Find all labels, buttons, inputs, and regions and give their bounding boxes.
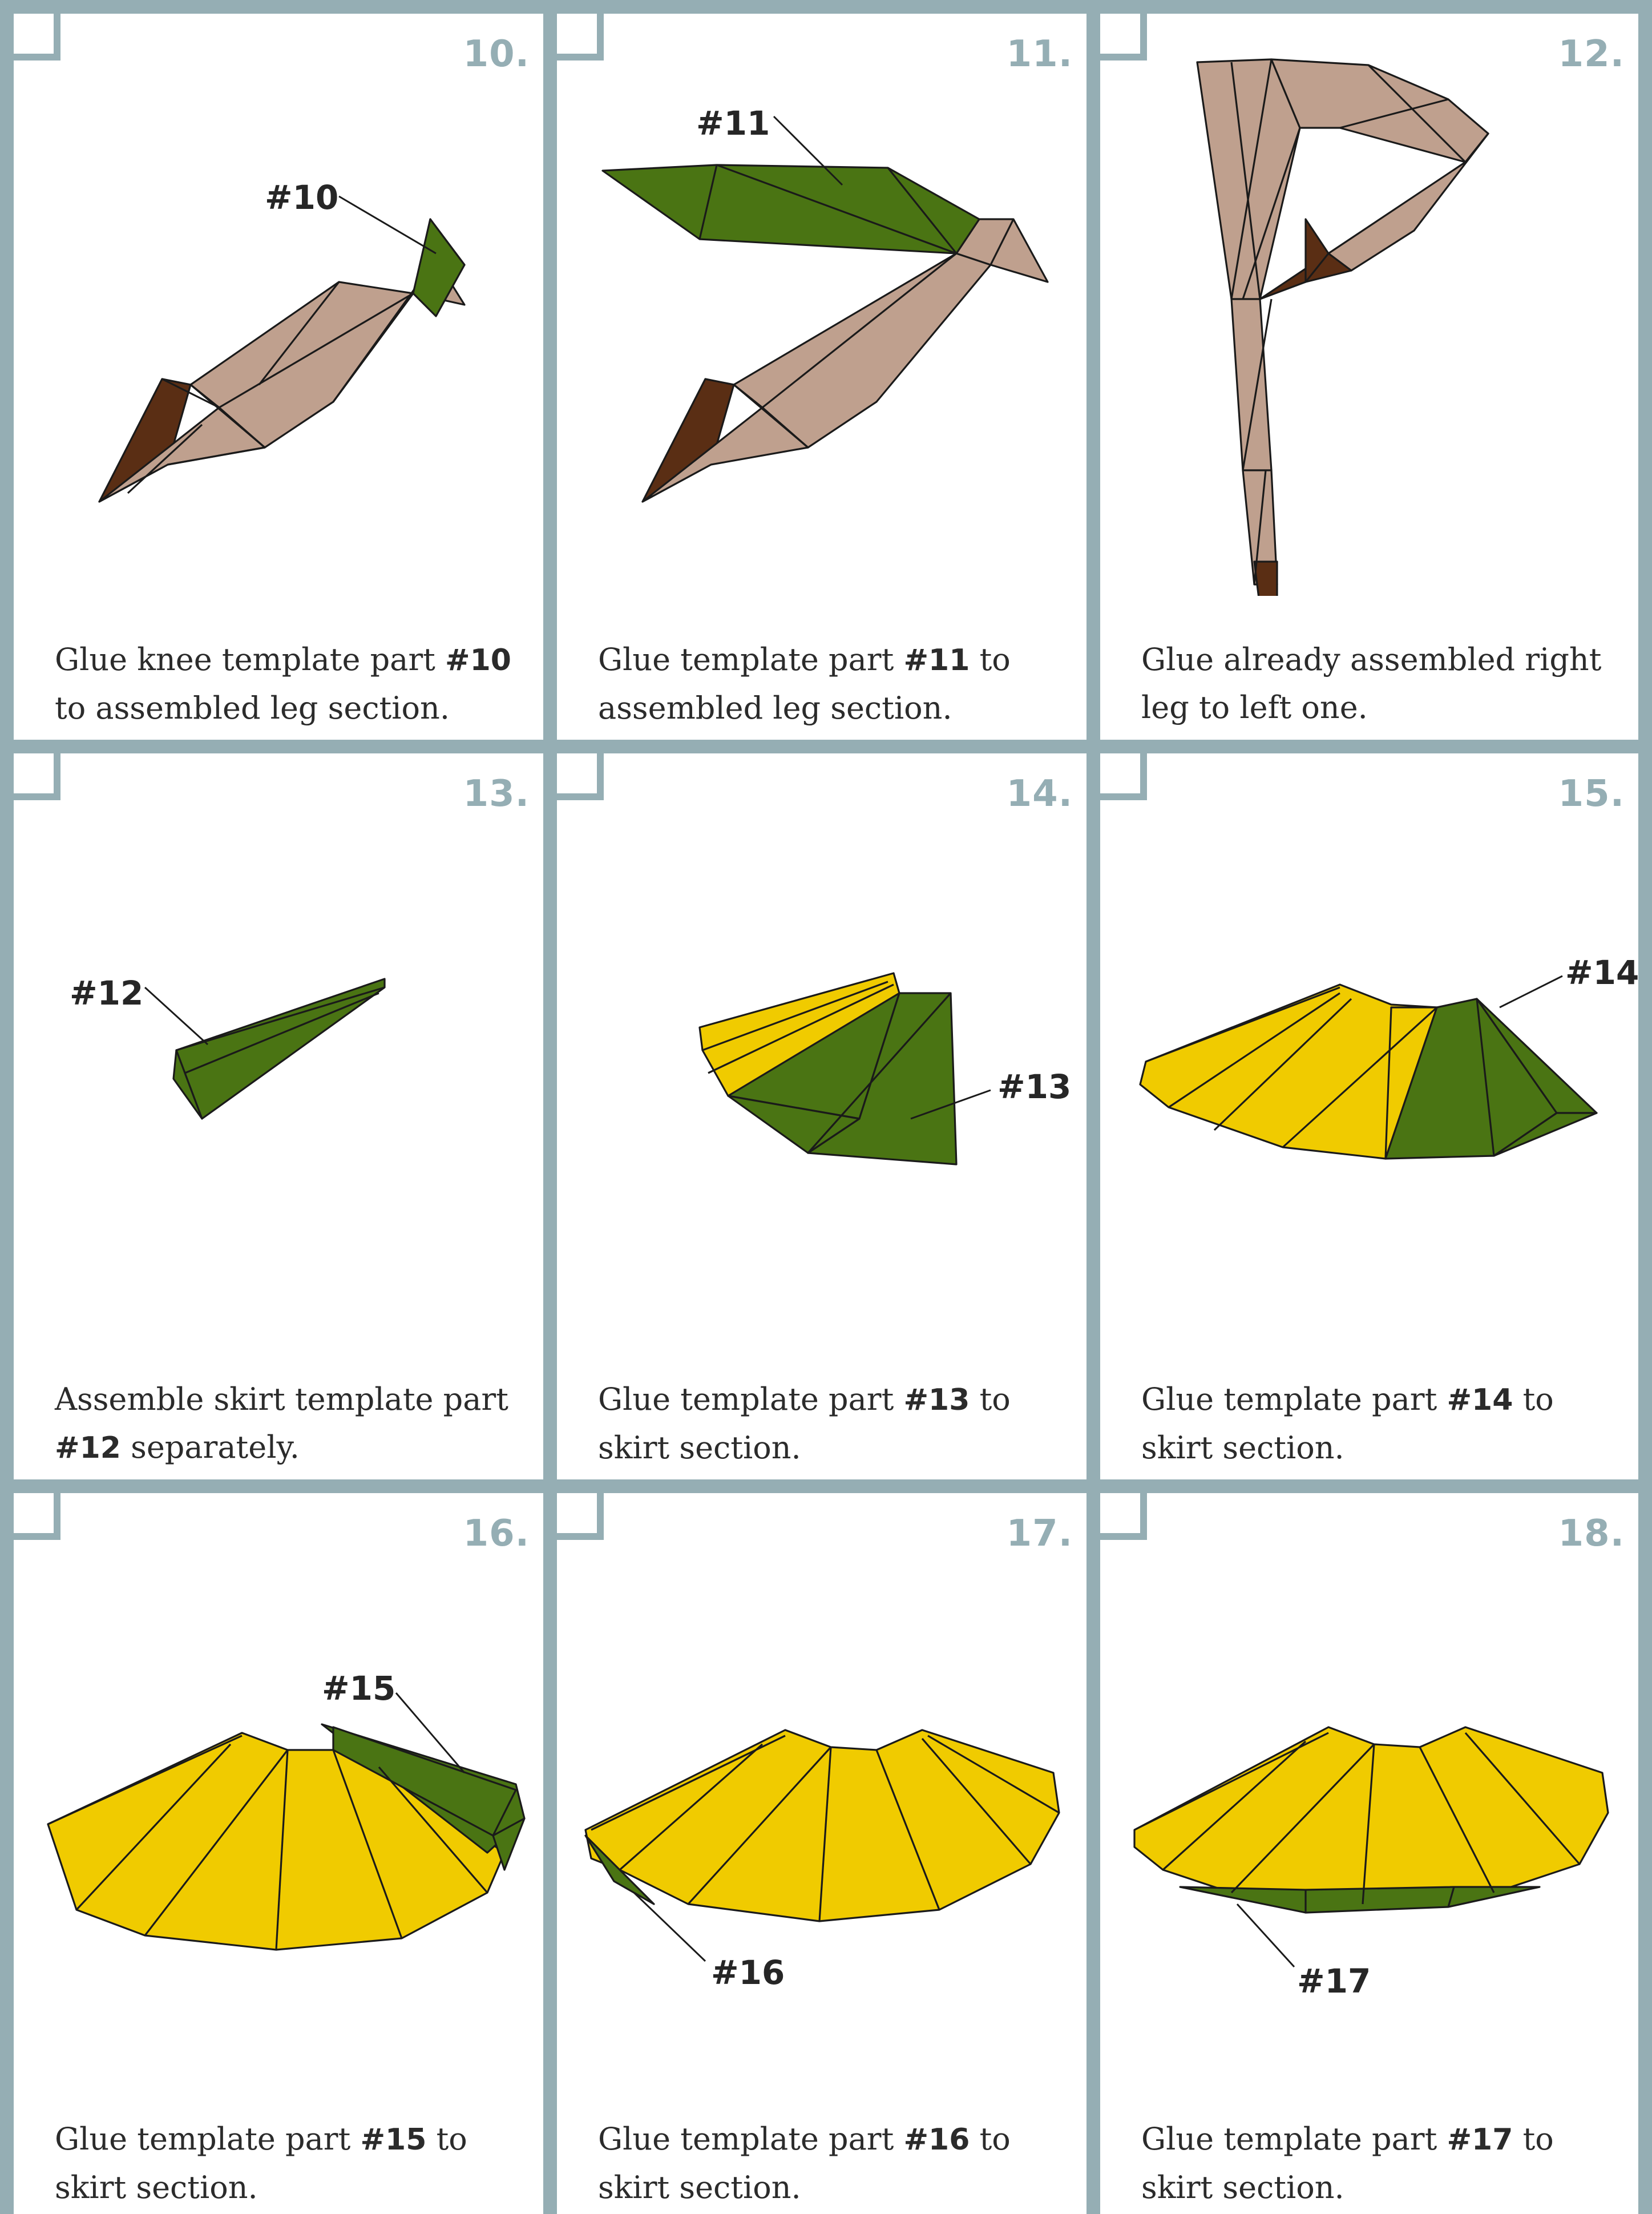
step-panel-14: 14. #13 Glue template part #13 to skirt … <box>557 753 1086 1479</box>
part-callout: #11 <box>696 104 770 143</box>
step-caption: Glue template part #14 to skirt section. <box>1141 1376 1615 1472</box>
part-callout: #15 <box>322 1669 395 1708</box>
step-panel-18: 18. #17 Glue template part <box>1100 1493 1638 2214</box>
step-caption: Glue template part #17 to skirt section. <box>1141 2115 1615 2212</box>
step-caption: Glue template part #11 to assembled leg … <box>598 636 1064 732</box>
step-caption: Assemble skirt template part #12 separat… <box>55 1376 520 1472</box>
step-panel-17: 17. #16 Glue template part #16 to skir <box>557 1493 1086 2214</box>
skirt-part-16-illustration: #16 <box>557 1493 1086 2075</box>
skirt-part-14-illustration: #14 <box>1100 753 1638 1336</box>
part-callout: #13 <box>997 1067 1071 1106</box>
part-callout: #16 <box>711 1953 785 1992</box>
step-panel-10: 10. #10 <box>14 14 543 740</box>
part-callout: #10 <box>265 178 338 217</box>
step-panel-12: 12. <box>1100 14 1638 740</box>
step-caption: Glue template part #13 to skirt section. <box>598 1376 1064 1472</box>
leg-knee-illustration: #10 <box>14 14 543 596</box>
step-panel-13: 13. #12 Assemble skirt template part #12… <box>14 753 543 1479</box>
step-panel-15: 15. #14 Glue template part <box>1100 753 1638 1479</box>
skirt-part-15-illustration: #15 <box>14 1493 543 2075</box>
step-caption: Glue already assembled right leg to left… <box>1141 636 1615 732</box>
skirt-part-13-illustration: #13 <box>557 753 1086 1336</box>
part-callout: #17 <box>1297 1962 1371 2001</box>
step-caption: Glue template part #15 to skirt section. <box>55 2115 520 2212</box>
step-panel-11: 11. #11 Glue tem <box>557 14 1086 740</box>
step-panel-16: 16. #15 Glue template part <box>14 1493 543 2214</box>
leg-thigh-illustration: #11 <box>557 14 1086 596</box>
skirt-part-12-illustration: #12 <box>14 753 543 1336</box>
both-legs-illustration <box>1100 14 1638 596</box>
step-caption: Glue template part #16 to skirt section. <box>598 2115 1064 2212</box>
step-caption: Glue knee template part #10 to assembled… <box>55 636 520 732</box>
part-callout: #14 <box>1565 953 1638 992</box>
part-callout: #12 <box>70 974 143 1013</box>
skirt-part-17-illustration: #17 <box>1100 1493 1638 2075</box>
